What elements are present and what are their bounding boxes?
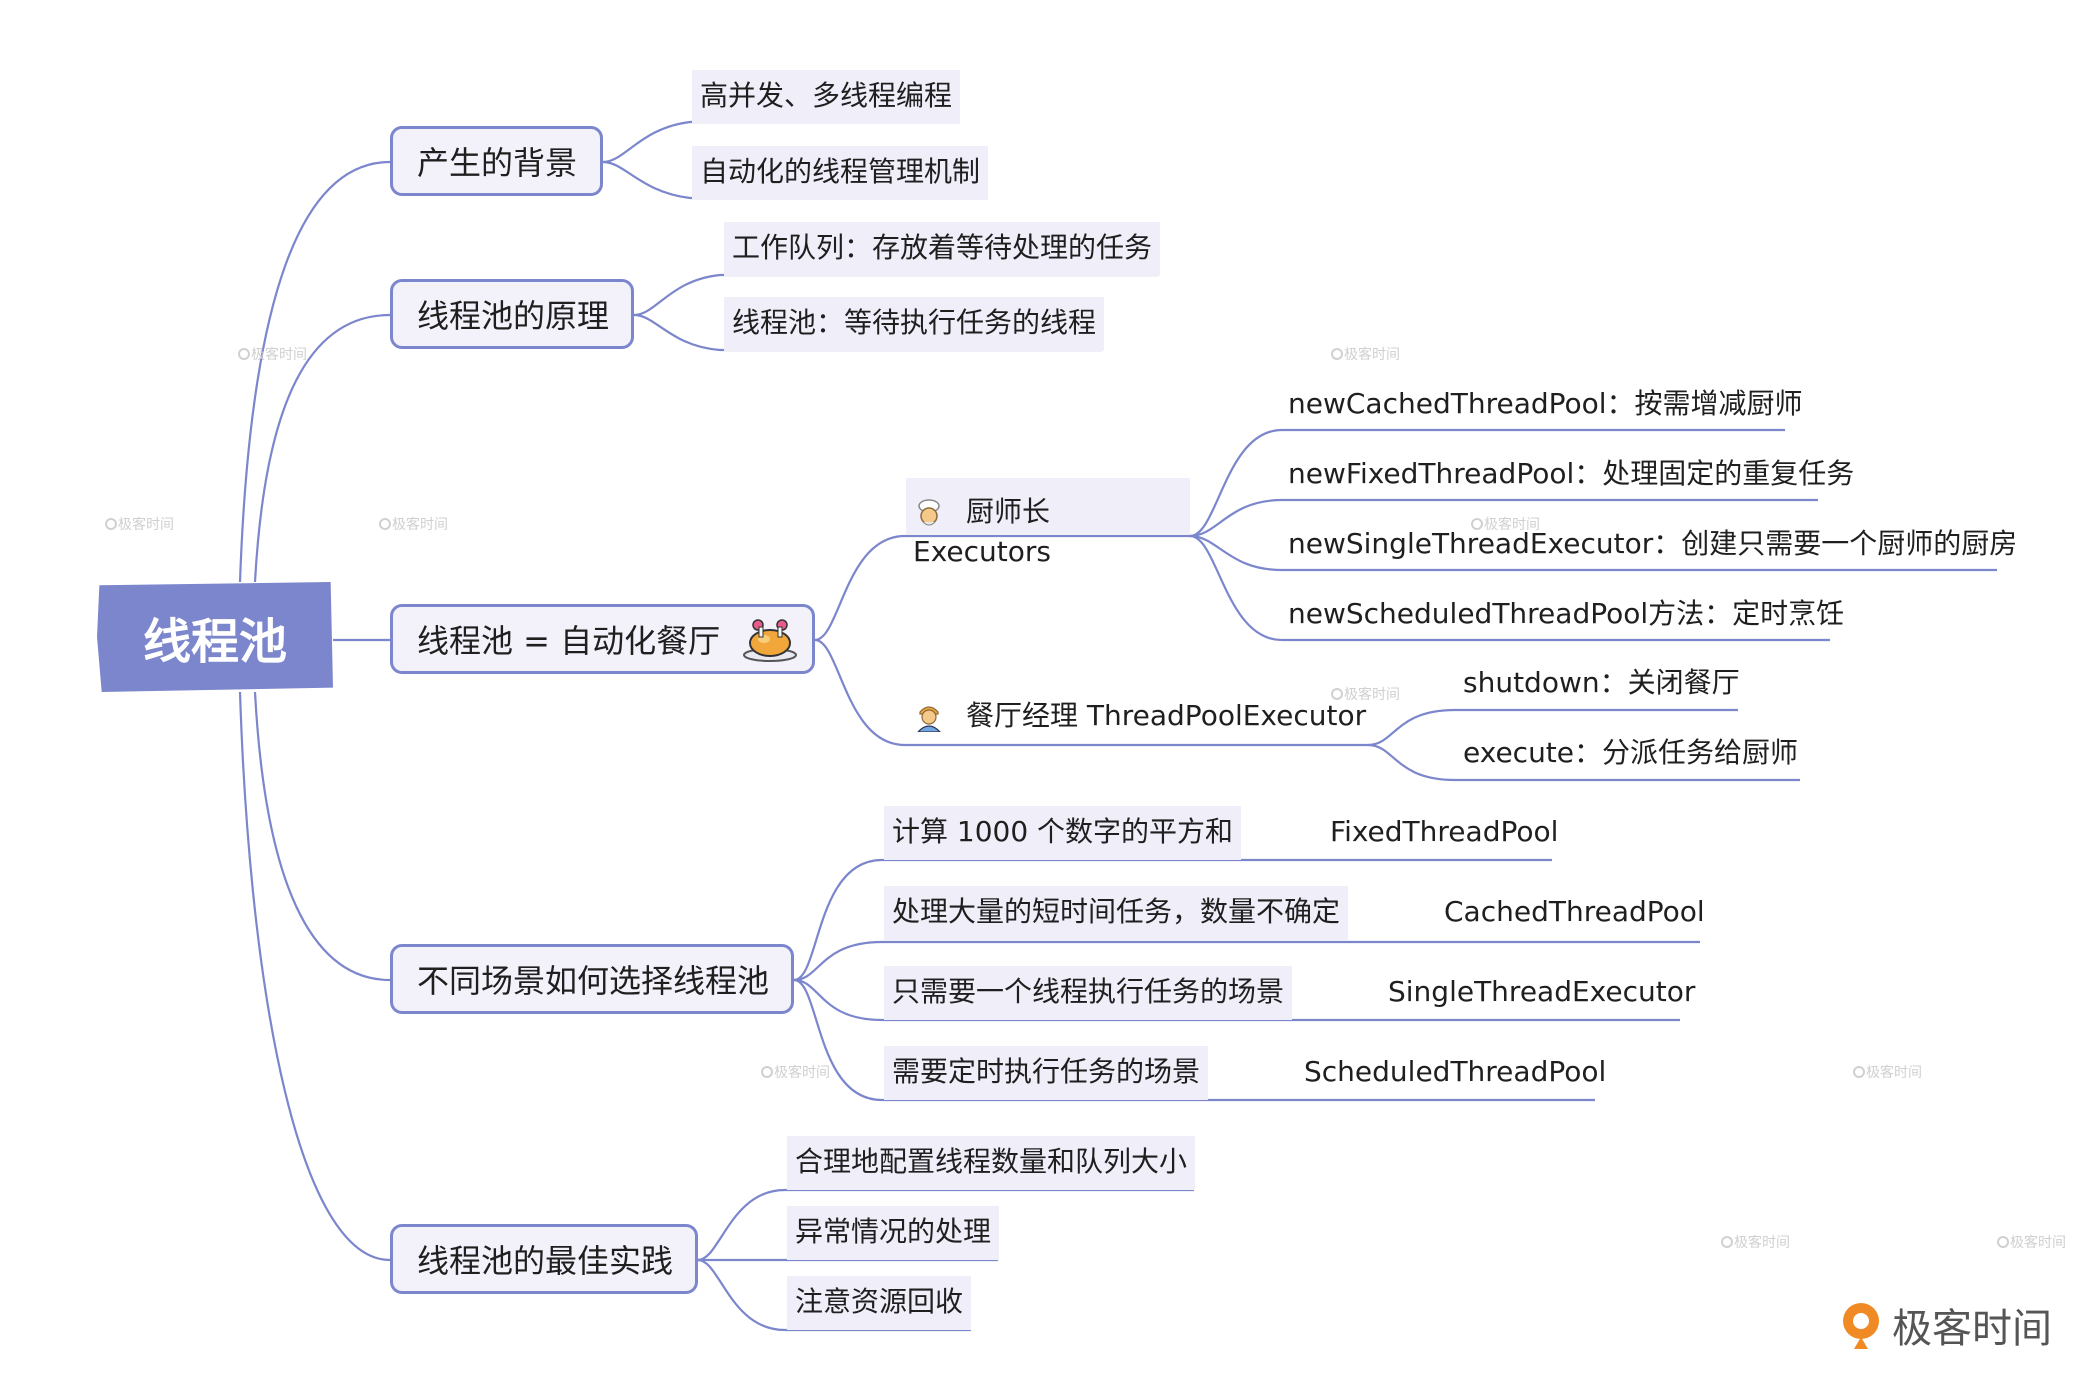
watermark-text: 极客时间 — [1344, 347, 1400, 363]
manager-item-1: shutdown：关闭餐厅 — [1463, 666, 1740, 699]
chef-icon — [918, 499, 940, 526]
watermark: 极客时间 — [104, 514, 174, 534]
scenario-2: 处理大量的短时间任务，数量不确定 — [884, 886, 1349, 940]
scenario-1-pool: FixedThreadPool — [1330, 815, 1559, 848]
link-root-scenarios — [253, 691, 391, 982]
best-item-3: 注意资源回收 — [787, 1276, 972, 1330]
watermark: 极客时间 — [1720, 1232, 1790, 1252]
principle-item-2: 线程池：等待执行任务的线程 — [724, 297, 1105, 351]
watermark-text: 极客时间 — [1734, 1235, 1790, 1251]
watermark-text: 极客时间 — [392, 517, 448, 533]
branch-background: 产生的背景 — [390, 126, 603, 196]
link-root-principle — [253, 313, 391, 583]
chef-subtitle: Executors — [913, 535, 1051, 568]
best-item-1: 合理地配置线程数量和队列大小 — [787, 1136, 1196, 1190]
brand-logo: 极客时间 — [1838, 1296, 2052, 1354]
roast-turkey-icon — [743, 619, 798, 662]
link-root-background — [238, 160, 391, 583]
brand-logo-icon — [1843, 1303, 1879, 1349]
chef-item-3: newSingleThreadExecutor：创建只需要一个厨师的厨房 — [1288, 527, 2018, 560]
watermark: 极客时间 — [1330, 344, 1400, 364]
scenario-3-pool: SingleThreadExecutor — [1388, 975, 1696, 1008]
chef-title: 厨师长 — [914, 494, 1050, 530]
scenario-2-pool: CachedThreadPool — [1444, 895, 1705, 928]
branch-best-practice: 线程池的最佳实践 — [390, 1224, 698, 1294]
manager-item-2: execute：分派任务给厨师 — [1463, 736, 1799, 769]
chef-title-text: 厨师长 — [966, 495, 1051, 528]
watermark: 极客时间 — [1330, 684, 1400, 704]
manager-title-text: 餐厅经理 ThreadPoolExecutor — [966, 699, 1367, 732]
background-item-2: 自动化的线程管理机制 — [692, 146, 989, 200]
watermark: 极客时间 — [1996, 1232, 2066, 1252]
chef-item-1: newCachedThreadPool：按需增减厨师 — [1288, 387, 1803, 420]
watermark-text: 极客时间 — [1866, 1065, 1922, 1081]
branch-principle: 线程池的原理 — [390, 279, 634, 349]
watermark: 极客时间 — [1470, 514, 1540, 534]
link-root-best — [238, 691, 391, 1262]
watermark-text: 极客时间 — [118, 517, 174, 533]
chef-item-4: newScheduledThreadPool方法：定时烹饪 — [1288, 597, 1845, 630]
watermark-text: 极客时间 — [2010, 1235, 2066, 1251]
watermark: 极客时间 — [1852, 1062, 1922, 1082]
chef-node — [906, 478, 1190, 534]
manager-node: 餐厅经理 ThreadPoolExecutor — [914, 698, 1366, 734]
watermark-text: 极客时间 — [774, 1065, 830, 1081]
watermark-text: 极客时间 — [251, 347, 307, 363]
manager-icon — [917, 706, 941, 732]
branch-restaurant: 线程池 = 自动化餐厅 — [390, 604, 815, 674]
brand-logo-text: 极客时间 — [1892, 1306, 2052, 1352]
watermark-text: 极客时间 — [1344, 687, 1400, 703]
scenario-1: 计算 1000 个数字的平方和 — [884, 806, 1242, 860]
watermark: 极客时间 — [760, 1062, 830, 1082]
scenario-4: 需要定时执行任务的场景 — [884, 1046, 1209, 1100]
background-item-1: 高并发、多线程编程 — [692, 70, 961, 124]
scenario-4-pool: ScheduledThreadPool — [1304, 1055, 1607, 1088]
watermark: 极客时间 — [378, 514, 448, 534]
best-item-2: 异常情况的处理 — [787, 1206, 1000, 1260]
branch-restaurant-label: 线程池 = 自动化餐厅 — [417, 622, 721, 660]
chef-item-2: newFixedThreadPool：处理固定的重复任务 — [1288, 457, 1855, 490]
watermark-text: 极客时间 — [1484, 517, 1540, 533]
watermark: 极客时间 — [237, 344, 307, 364]
scenario-3: 只需要一个线程执行任务的场景 — [884, 966, 1293, 1020]
branch-scenarios: 不同场景如何选择线程池 — [390, 944, 794, 1014]
root-topic: 线程池 — [97, 582, 333, 692]
principle-item-1: 工作队列：存放着等待处理的任务 — [724, 222, 1161, 276]
